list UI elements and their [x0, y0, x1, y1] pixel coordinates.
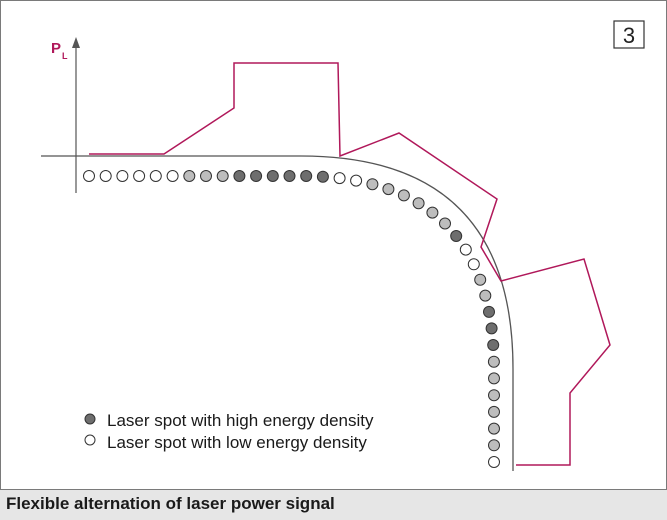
laser-spot-mid [382, 183, 395, 196]
legend-low-marker-icon [84, 434, 96, 446]
laser-spot-mid [479, 289, 492, 302]
laser-spot-mid [397, 189, 410, 202]
laser-spot-low [83, 170, 95, 182]
laser-spots [83, 170, 500, 468]
legend-high-marker-icon [84, 413, 96, 425]
laser-spot-mid [426, 206, 439, 219]
figure-number-box [613, 20, 645, 49]
legend-low-label: Laser spot with low energy density [107, 433, 367, 452]
laser-spot-high [316, 170, 329, 183]
laser-spot-mid [200, 170, 212, 182]
laser-spot-mid [366, 178, 379, 191]
laser-spot-mid [488, 389, 500, 402]
laser-spot-high [266, 170, 279, 182]
axis-arrow-icon [72, 37, 80, 48]
laser-path-diagram: 3 PL Laser spot with high energy density… [41, 20, 645, 471]
legend: Laser spot with high energy density Lase… [84, 411, 374, 452]
caption-bar: Flexible alternation of laser power sign… [0, 490, 667, 520]
laser-spot-mid [439, 217, 451, 230]
laser-spot-low [149, 170, 162, 182]
laser-spot-mid [488, 439, 500, 452]
laser-spot-high [485, 322, 498, 335]
laser-spot-mid [216, 170, 229, 182]
laser-spot-mid [183, 170, 196, 182]
laser-spot-mid [412, 197, 425, 210]
figure-frame: 3 PL Laser spot with high energy density… [0, 0, 667, 490]
laser-spot-high [283, 170, 296, 182]
axis-label-subscript: L [62, 51, 68, 61]
laser-spot-high [300, 170, 313, 182]
figure-caption: Flexible alternation of laser power sign… [6, 494, 335, 513]
laser-spot-high [483, 305, 495, 318]
laser-spot-mid [487, 355, 500, 368]
laser-spot-mid [488, 422, 500, 435]
laser-spot-low [99, 170, 112, 182]
laser-spot-low [333, 172, 346, 185]
laser-spot-high [450, 230, 463, 242]
laser-spot-low [133, 170, 146, 182]
laser-spot-mid [488, 372, 500, 385]
laser-spot-mid [488, 405, 500, 418]
laser-power-signal [89, 62, 611, 466]
laser-spot-low [488, 456, 500, 468]
figure-number: 3 [623, 23, 635, 48]
laser-spot-mid [474, 273, 487, 286]
laser-spot-high [233, 170, 246, 182]
laser-spot-high [250, 170, 263, 182]
axis-label-main: P [51, 40, 61, 57]
legend-high-label: Laser spot with high energy density [107, 411, 374, 430]
workpiece-contour [41, 155, 514, 471]
laser-spot-low [459, 243, 472, 256]
laser-spot-low [166, 170, 179, 182]
axis-label: PL [51, 40, 68, 61]
laser-spot-low [350, 174, 363, 187]
laser-spot-high [487, 339, 500, 351]
laser-spot-low [116, 170, 129, 182]
laser-spot-low [467, 258, 480, 271]
